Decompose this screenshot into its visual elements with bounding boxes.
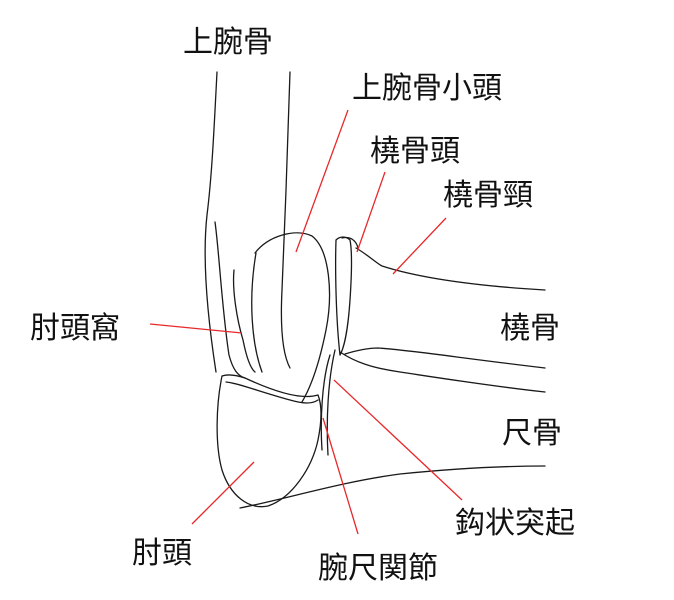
leader-radial-neck xyxy=(392,217,447,275)
olecranon-fossa-outline xyxy=(232,269,256,373)
leader-coronoid-process xyxy=(333,379,463,501)
leader-capitulum xyxy=(295,109,349,253)
ulna-shaft-bottom xyxy=(239,465,546,509)
olecranon-outline xyxy=(216,374,322,508)
radius-shaft-bottom xyxy=(344,347,546,369)
humerus-shaft-right xyxy=(280,71,291,369)
radial-head-outline xyxy=(334,236,353,356)
radius-shaft-top xyxy=(355,247,546,291)
label-ulna: 尺骨 xyxy=(502,416,562,451)
label-coronoid-process: 鈎状突起 xyxy=(455,506,575,541)
label-capitulum: 上腕骨小頭 xyxy=(352,71,502,106)
humerus-shaft-left xyxy=(204,71,218,373)
humeroulnar-joint-line-2 xyxy=(326,349,336,456)
leader-olecranon xyxy=(191,461,255,525)
leader-humeroulnar-joint xyxy=(322,417,359,535)
radial-head-cap xyxy=(341,236,359,249)
label-humeroulnar-joint: 腕尺関節 xyxy=(318,551,438,586)
leader-radial-head xyxy=(356,171,386,253)
label-radial-neck: 橈骨頸 xyxy=(443,178,533,213)
humeroulnar-joint-line xyxy=(320,354,331,451)
label-radial-head: 橈骨頭 xyxy=(370,134,460,169)
label-humerus: 上腕骨 xyxy=(183,25,273,60)
olecranon-inner-line xyxy=(225,381,319,404)
capitulum-outline xyxy=(254,232,331,403)
capitulum-inner xyxy=(251,252,263,373)
label-radius: 橈骨 xyxy=(500,311,560,346)
ulna-shaft-top xyxy=(339,351,546,393)
leader-olecranon-fossa xyxy=(149,323,243,334)
humerus-inner-contour xyxy=(214,221,246,379)
label-olecranon-fossa: 肘頭窩 xyxy=(30,311,120,346)
label-olecranon: 肘頭 xyxy=(132,536,192,571)
